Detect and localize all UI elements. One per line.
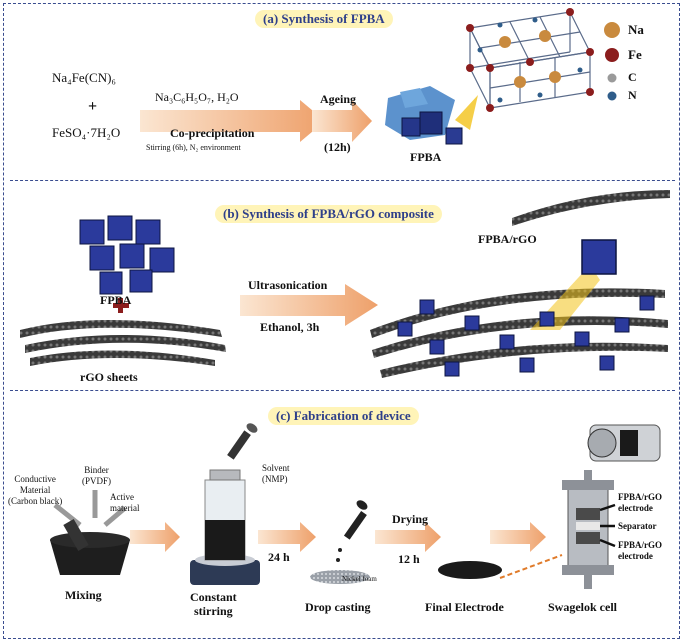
step-swagelok: Swagelok cell xyxy=(548,600,617,614)
separator-ab xyxy=(10,180,675,181)
legend-c-label: C xyxy=(628,70,637,84)
arrow-ageing xyxy=(312,100,372,142)
legend-fe-atom xyxy=(605,48,619,62)
dropper-nickel-foam xyxy=(310,500,370,584)
active-label: Active material xyxy=(110,492,140,513)
legend-fe-label: Fe xyxy=(628,47,642,62)
section-a-title: (a) Synthesis of FPBA xyxy=(255,10,393,28)
legend-c-atom xyxy=(607,73,617,83)
separator-label: Separator xyxy=(618,521,657,531)
arrow-to-final xyxy=(375,522,441,552)
input-arrows xyxy=(53,490,127,527)
conditions-a: Stirring (6h), N₂ environment xyxy=(146,143,241,152)
legend-na-label: Na xyxy=(628,22,644,37)
arrow-to-dropcast xyxy=(258,522,316,552)
drying-label: Drying xyxy=(392,512,428,526)
legend-n-label: N xyxy=(628,88,637,102)
stirrer-setup xyxy=(190,423,260,585)
arrow-coprecipitation xyxy=(140,100,325,142)
separator-bc xyxy=(10,390,675,391)
section-b-title: (b) Synthesis of FPBA/rGO composite xyxy=(215,205,442,223)
swagelok-pointers xyxy=(599,503,616,548)
conditions-b: Ethanol, 3h xyxy=(260,320,320,334)
plus-sign xyxy=(113,298,129,313)
fpba-label-b: FPBA xyxy=(100,293,132,307)
swagelok-cell xyxy=(562,470,614,589)
rgo-sheets xyxy=(20,320,226,366)
fpba-cubes-cluster xyxy=(79,215,175,295)
step-drop-casting: Drop casting xyxy=(305,600,371,614)
binder-label: Binder (PVDF) xyxy=(82,465,112,486)
reactant-2: FeSO₄·7H₂O xyxy=(52,125,121,140)
legend-na-atom xyxy=(604,22,620,38)
ageing-time: (12h) xyxy=(324,140,351,154)
time-12h: 12 h xyxy=(398,552,420,566)
solvent-label: Solvent (NMP) xyxy=(262,463,290,484)
electrode-bottom-label: FPBA/rGO electrode xyxy=(618,540,662,561)
coprecipitation-label: Co-precipitation xyxy=(170,126,255,140)
legend-n-atom xyxy=(607,91,617,101)
reactant-1: Na₄Fe(CN)₆ xyxy=(52,70,116,85)
final-electrode-disc xyxy=(438,561,502,579)
time-24h: 24 h xyxy=(268,550,290,564)
ultrasonication-label: Ultrasonication xyxy=(248,278,328,292)
rgo-sheets-label: rGO sheets xyxy=(80,370,138,384)
arrow-to-stirring xyxy=(130,522,180,552)
mortar-pestle xyxy=(50,519,130,575)
step-final-electrode: Final Electrode xyxy=(425,600,504,614)
nickel-foam-label: Nickel foam xyxy=(342,575,377,583)
fpba-rgo-label: FPBA/rGO xyxy=(478,232,537,246)
crystal-atoms xyxy=(466,8,594,112)
electrode-top-label: FPBA/rGO electrode xyxy=(618,492,662,513)
fpba-particle-image xyxy=(385,86,478,145)
step-mixing: Mixing xyxy=(65,588,102,602)
section-c-title: (c) Fabrication of device xyxy=(268,407,419,425)
fpba-rgo-composite xyxy=(370,190,670,378)
dashed-pointer xyxy=(499,554,563,579)
conductive-label: Conductive Material (Carbon black) xyxy=(8,474,63,506)
step-stirring: Constant stirring xyxy=(190,590,237,618)
swagelok-photo xyxy=(587,424,661,462)
ageing-label: Ageing xyxy=(320,92,356,106)
reagents-label: Na₃C₆H₅O₇, H₂O xyxy=(155,90,239,104)
arrow-ultrasonication xyxy=(240,284,378,326)
arrow-to-swagelok xyxy=(490,522,546,552)
figure-frame xyxy=(3,3,680,639)
plus-a: + xyxy=(88,98,98,115)
fpba-product-label: FPBA xyxy=(410,150,442,164)
